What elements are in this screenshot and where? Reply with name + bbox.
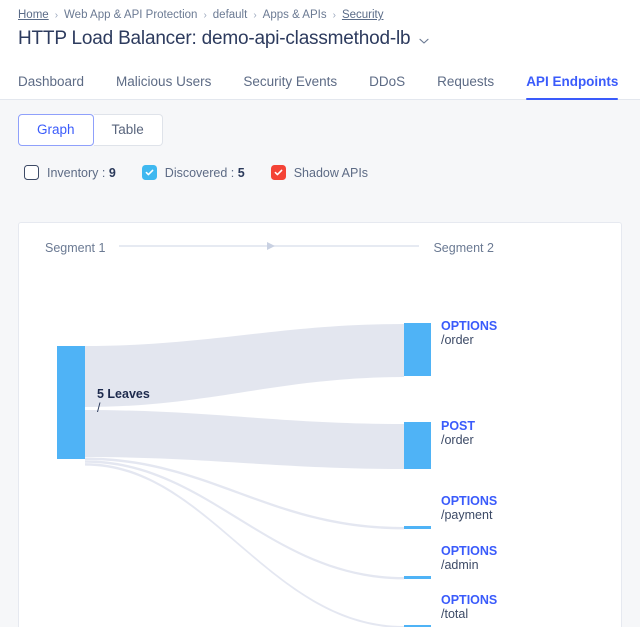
- sankey-flow-options-order: [85, 324, 404, 407]
- sankey-endpoint-label-options-order[interactable]: OPTIONS /order: [441, 319, 497, 348]
- sankey-target-node-options-total: [404, 625, 431, 627]
- chevron-down-icon[interactable]: [418, 35, 430, 47]
- toolbar: Graph Table Inventory : 9 Discovered : 5: [0, 100, 640, 195]
- tab-malicious-users[interactable]: Malicious Users: [116, 73, 228, 100]
- filter-label-inventory: Inventory : 9: [47, 165, 116, 180]
- endpoint-path: /order: [441, 333, 474, 347]
- view-toggle-table[interactable]: Table: [93, 114, 163, 147]
- segment-2-label: Segment 2: [433, 241, 494, 255]
- sankey-source-path: /: [97, 401, 101, 415]
- endpoint-method: OPTIONS: [441, 319, 498, 333]
- filter-count-inventory: 9: [108, 165, 116, 180]
- endpoint-path: /total: [441, 607, 469, 621]
- tab-api-endpoints[interactable]: API Endpoints: [526, 73, 635, 100]
- endpoint-method: OPTIONS: [441, 593, 498, 607]
- tab-ddos[interactable]: DDoS: [369, 73, 422, 100]
- shadow-apis-checkbox[interactable]: [270, 165, 286, 181]
- sankey-source-title: 5 Leaves: [97, 387, 150, 401]
- breadcrumb: Home › Web App & API Protection › defaul…: [0, 0, 640, 26]
- segment-axis-row: Segment 1 Segment 2: [19, 223, 621, 257]
- breadcrumb-separator-icon: ›: [332, 9, 336, 21]
- sankey-target-node-options-order: [404, 323, 431, 376]
- sankey-source-label: 5 Leaves /: [97, 387, 150, 416]
- tab-requests[interactable]: Requests: [437, 73, 511, 100]
- filter-label-discovered: Discovered : 5: [164, 165, 245, 180]
- discovered-checkbox[interactable]: [141, 165, 157, 181]
- page-title-row: HTTP Load Balancer: demo-api-classmethod…: [0, 26, 640, 60]
- sankey-endpoint-label-options-total[interactable]: OPTIONS /total: [441, 593, 497, 622]
- tab-label: DDoS: [369, 73, 406, 89]
- view-toggle-graph[interactable]: Graph: [18, 114, 94, 147]
- sankey-source-node: [57, 346, 85, 459]
- breadcrumb-separator-icon: ›: [253, 9, 257, 21]
- endpoint-path: /payment: [441, 508, 493, 522]
- tab-label: API Endpoints: [526, 73, 619, 89]
- tab-label: Malicious Users: [116, 73, 212, 89]
- breadcrumb-item-default[interactable]: default: [212, 9, 248, 21]
- sankey-diagram: 5 Leaves / OPTIONS /order POST /order OP…: [19, 267, 621, 627]
- page-title: HTTP Load Balancer: demo-api-classmethod…: [18, 28, 411, 49]
- sankey-flow-post-order: [85, 410, 404, 469]
- sankey-target-node-options-admin: [404, 576, 431, 579]
- endpoint-method: OPTIONS: [441, 544, 498, 558]
- endpoint-path: /admin: [441, 558, 479, 572]
- filter-row: Inventory : 9 Discovered : 5 Shadow APIs: [18, 146, 640, 194]
- sankey-flow-options-total: [85, 463, 404, 627]
- segment-direction-arrow-icon: [119, 239, 420, 257]
- view-toggle-group: Graph Table: [18, 114, 163, 147]
- api-endpoints-graph-card: Segment 1 Segment 2: [18, 222, 622, 627]
- endpoint-method: OPTIONS: [441, 494, 498, 508]
- breadcrumb-item-home[interactable]: Home: [18, 9, 49, 21]
- filter-count-discovered: 5: [237, 165, 245, 180]
- sankey-svg: [57, 323, 431, 627]
- tab-label: Requests: [437, 73, 495, 89]
- tab-label: Dashboard: [18, 73, 85, 89]
- breadcrumb-item-web-app-api-protection[interactable]: Web App & API Protection: [64, 9, 198, 21]
- tab-dashboard[interactable]: Dashboard: [18, 73, 101, 100]
- page-header: Home › Web App & API Protection › defaul…: [0, 0, 640, 100]
- breadcrumb-separator-icon: ›: [203, 9, 207, 21]
- breadcrumb-item-apps-apis[interactable]: Apps & APIs: [262, 9, 327, 21]
- filter-inventory[interactable]: Inventory : 9: [24, 165, 116, 181]
- tab-security-events[interactable]: Security Events: [243, 73, 354, 100]
- filter-discovered[interactable]: Discovered : 5: [141, 165, 245, 181]
- tab-bar: Dashboard Malicious Users Security Event…: [0, 60, 640, 100]
- sankey-endpoint-label-options-payment[interactable]: OPTIONS /payment: [441, 494, 497, 523]
- breadcrumb-separator-icon: ›: [54, 9, 59, 21]
- sankey-flow-options-admin: [85, 460, 404, 580]
- sankey-target-node-post-order: [404, 422, 431, 469]
- sankey-endpoint-label-options-admin[interactable]: OPTIONS /admin: [441, 544, 497, 573]
- sankey-target-node-options-payment: [404, 526, 431, 529]
- segment-1-label: Segment 1: [45, 241, 106, 255]
- inventory-checkbox[interactable]: [24, 165, 39, 181]
- breadcrumb-item-security[interactable]: Security: [341, 9, 384, 21]
- endpoint-method: POST: [441, 419, 476, 433]
- filter-label-shadow-apis: Shadow APIs: [293, 165, 369, 180]
- filter-shadow-apis[interactable]: Shadow APIs: [270, 165, 369, 181]
- tab-label: Security Events: [243, 73, 338, 89]
- sankey-endpoint-label-post-order[interactable]: POST /order: [441, 419, 475, 448]
- endpoint-path: /order: [441, 433, 474, 447]
